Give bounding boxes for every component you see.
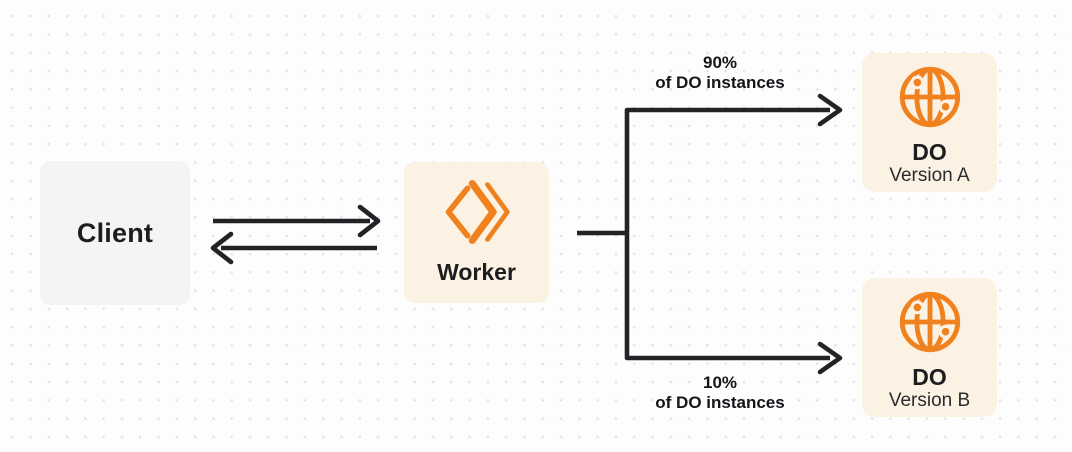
cloudflare-workers-icon: [441, 179, 513, 244]
client-to-worker-arrow: [213, 204, 381, 238]
branch-to-do-version-b: [624, 233, 843, 375]
do-version-a-subtitle: Version A: [889, 165, 970, 186]
client-node: Client: [40, 161, 190, 305]
branch-bottom-caption: of DO instances: [655, 393, 785, 412]
branch-bottom-label: 10% of DO instances: [620, 373, 820, 413]
durable-object-globe-icon: [895, 62, 965, 132]
do-version-a-node: DO Version A: [862, 53, 997, 192]
branch-to-do-version-a: [624, 93, 843, 233]
do-version-b-title: DO: [912, 364, 947, 390]
durable-object-globe-icon: [895, 287, 965, 357]
branch-top-caption: of DO instances: [655, 73, 785, 92]
branch-top-percent: 90%: [702, 53, 738, 72]
branch-bottom-percent: 10%: [702, 373, 738, 392]
worker-node-label: Worker: [437, 258, 516, 285]
do-version-a-title: DO: [912, 139, 947, 165]
do-version-b-node: DO Version B: [862, 278, 997, 417]
worker-to-client-arrow: [210, 231, 377, 265]
client-node-label: Client: [76, 217, 154, 248]
branch-top-label: 90% of DO instances: [620, 53, 820, 93]
do-version-b-subtitle: Version B: [888, 390, 971, 411]
worker-node: Worker: [404, 162, 549, 303]
